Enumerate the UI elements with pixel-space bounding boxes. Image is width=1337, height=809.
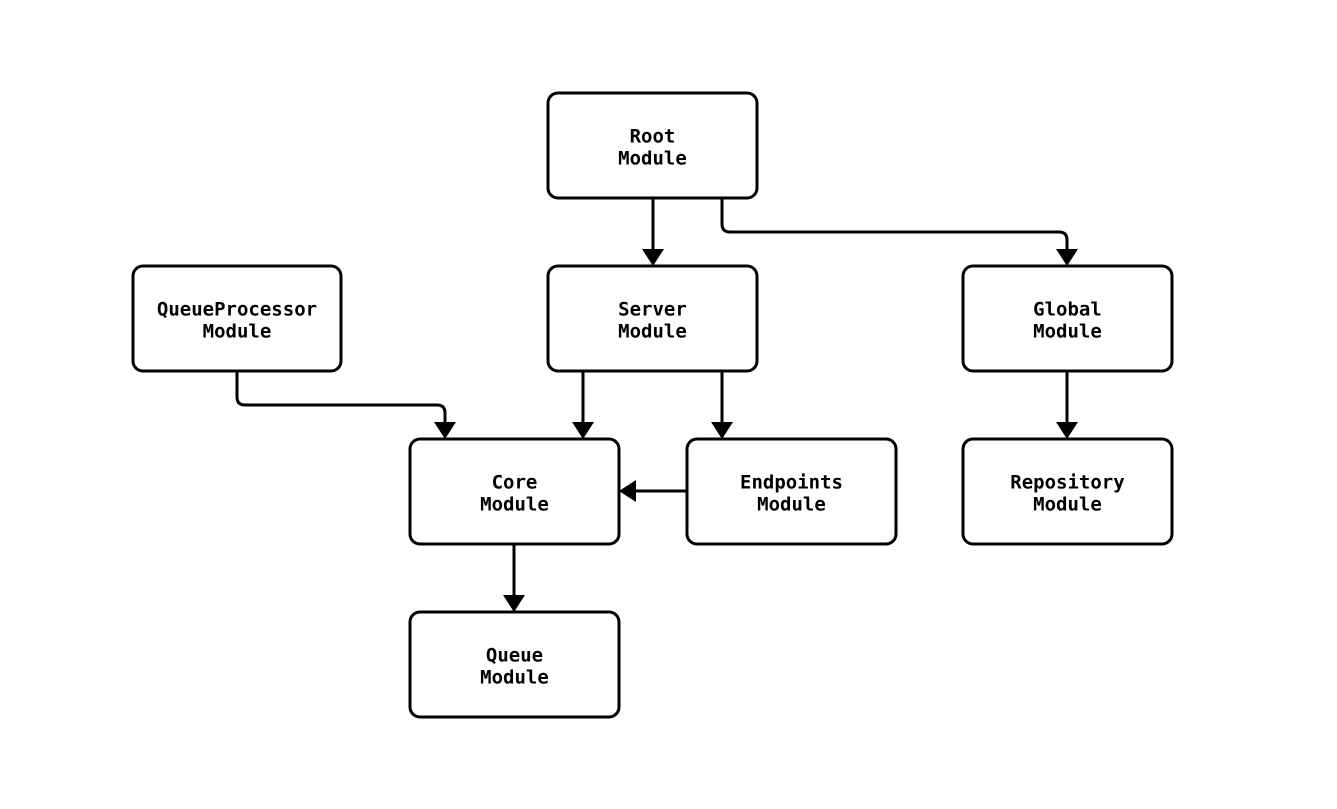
arrowhead-icon xyxy=(434,422,456,439)
edge-queueprocessor-to-core xyxy=(235,371,456,439)
edge-server-to-core xyxy=(572,371,594,439)
edge-global-to-repository xyxy=(1056,371,1078,439)
arrowhead-icon xyxy=(1056,249,1078,266)
arrowhead-icon xyxy=(503,595,525,612)
edge-server-to-endpoints xyxy=(711,371,733,439)
arrowhead-icon xyxy=(1056,422,1078,439)
edge-root-to-server xyxy=(642,198,664,266)
node-box-server xyxy=(546,264,759,373)
edge-line-root-to-global xyxy=(720,198,1069,251)
node-box-repository xyxy=(961,437,1174,546)
edge-line-queueprocessor-to-core xyxy=(235,371,447,424)
arrowhead-icon xyxy=(642,249,664,266)
arrowhead-icon xyxy=(711,422,733,439)
node-box-queue xyxy=(408,610,621,719)
arrowhead-icon xyxy=(572,422,594,439)
edge-core-to-queue xyxy=(503,544,525,612)
edge-endpoints-to-core xyxy=(619,480,687,502)
arrowhead-icon xyxy=(619,480,636,502)
edge-root-to-global xyxy=(720,198,1078,266)
